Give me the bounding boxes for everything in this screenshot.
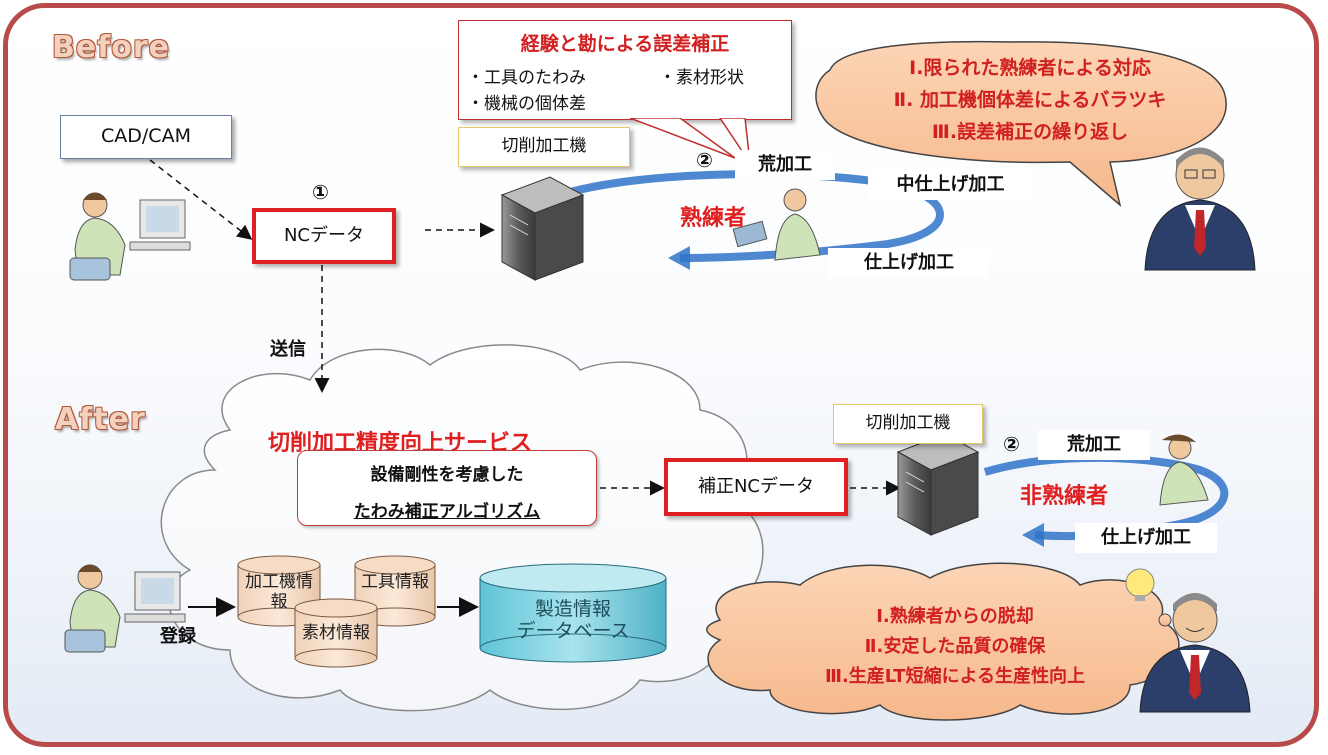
algorithm-line1: 設備剛性を考慮した: [370, 465, 524, 485]
non-expert-label: 非熟練者: [1020, 484, 1109, 509]
expert-label: 熟練者: [680, 206, 747, 231]
after-rough-label: 荒加工: [1038, 430, 1150, 460]
manager-happy-icon: [1139, 593, 1251, 713]
before-step2-marker: ②: [696, 148, 713, 172]
step1-marker: ①: [312, 180, 329, 204]
issue-3: Ⅲ.誤差補正の繰り返し: [931, 121, 1129, 143]
before-issues-text: Ⅰ.限られた熟練者による対応 Ⅱ. 加工機個体差によるバラツキ Ⅲ.誤差補正の繰…: [835, 52, 1225, 148]
lightbulb-icon: [1125, 568, 1155, 601]
error-correction-box: 経験と勘による誤差補正 ・工具のたわみ ・素材形状 ・機械の個体差: [458, 20, 792, 120]
cylinder-material-info: [294, 598, 378, 668]
nc-data-box: NCデータ: [252, 208, 396, 264]
manager-worried-icon: [1144, 147, 1256, 271]
benefit-2: Ⅱ.安定した品質の確保: [864, 636, 1046, 657]
database-line2: データベース: [516, 620, 630, 642]
issue-1: Ⅰ.限られた熟練者による対応: [909, 57, 1151, 79]
benefit-1: Ⅰ.熟練者からの脱却: [876, 606, 1034, 627]
corrected-nc-box: 補正NCデータ: [664, 458, 848, 516]
before-finish-label: 仕上げ加工: [828, 248, 990, 278]
error-item-material: ・素材形状: [659, 68, 744, 88]
before-machine-label: 切削加工機: [458, 127, 630, 167]
machine-info-text: 加工機情報: [245, 572, 313, 612]
material-info-text: 素材情報: [302, 623, 370, 643]
error-correction-title: 経験と勘による誤差補正: [520, 33, 730, 55]
before-label: Before: [52, 30, 171, 65]
database-line1: 製造情報: [534, 598, 611, 620]
cloud-shape: [160, 344, 764, 712]
database-label: 製造情報 データベース: [482, 598, 664, 642]
after-speech-bubble: [706, 562, 1180, 721]
database-cylinder: [479, 563, 667, 663]
error-item-machine: ・機械の個体差: [467, 94, 586, 114]
after-machine-label: 切削加工機: [833, 404, 983, 444]
operator-before-icon: [69, 192, 191, 281]
before-machine-icon: [500, 176, 585, 281]
operator-after-icon: [64, 564, 186, 653]
benefit-3: Ⅲ.生産LT短縮による生産性向上: [824, 666, 1086, 687]
semi-finish-label: 中仕上げ加工: [868, 170, 1033, 200]
error-item-deflection: ・工具のたわみ: [467, 68, 586, 88]
expert-worker-icon: [732, 188, 821, 261]
tool-info-text: 工具情報: [361, 572, 429, 592]
algorithm-line2: たわみ補正アルゴリズム: [353, 502, 541, 522]
after-label: After: [55, 402, 146, 437]
after-finish-label: 仕上げ加工: [1075, 523, 1217, 553]
after-step2-marker: ②: [1003, 432, 1020, 456]
after-machine-icon: [896, 433, 980, 536]
before-process-loop: [558, 170, 944, 262]
cadcam-box: CAD/CAM: [60, 115, 232, 159]
algorithm-box: 設備剛性を考慮した たわみ補正アルゴリズム: [297, 450, 597, 526]
issue-2: Ⅱ. 加工機個体差によるバラツキ: [893, 89, 1167, 111]
register-label: 登録: [160, 626, 196, 647]
before-speech-bubble: [815, 40, 1227, 208]
transfer-label: 送信: [270, 339, 306, 360]
before-rough-label: 荒加工: [735, 150, 835, 180]
non-expert-worker-icon: [1159, 434, 1209, 506]
after-benefits-text: Ⅰ.熟練者からの脱却 Ⅱ.安定した品質の確保 Ⅲ.生産LT短縮による生産性向上: [745, 602, 1165, 692]
